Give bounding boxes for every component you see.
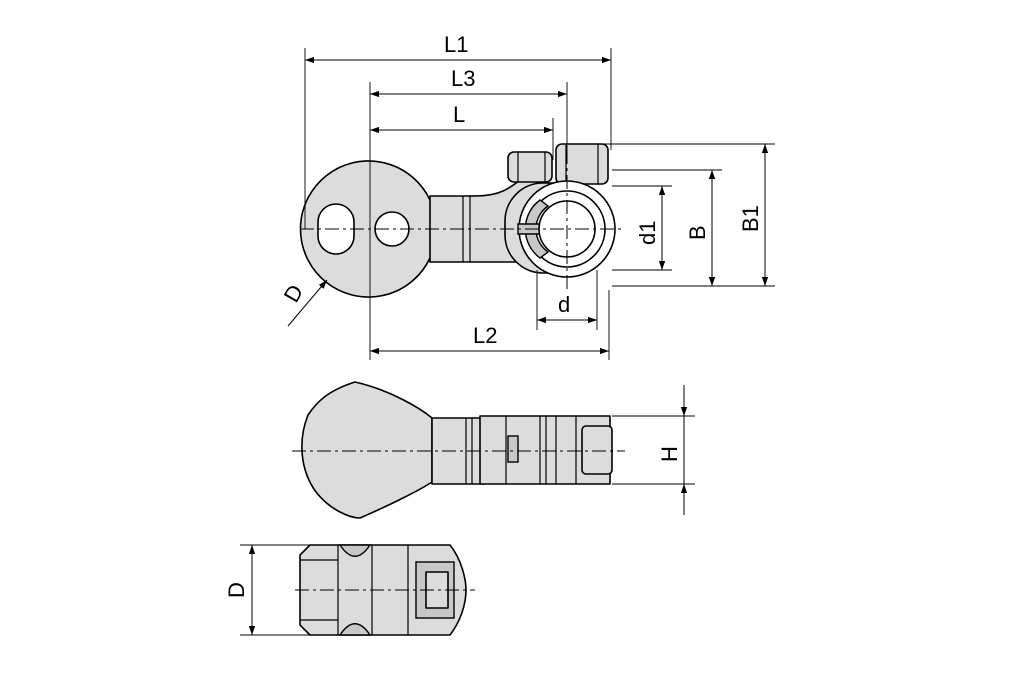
end-view [295, 544, 475, 636]
side-dimensions: H [612, 385, 695, 515]
side-screw [581, 425, 613, 475]
label-L1: L1 [444, 32, 468, 57]
clamp-screw-right [555, 143, 609, 185]
label-H: H [657, 446, 682, 462]
label-B1: B1 [738, 205, 763, 232]
label-L: L [453, 102, 465, 127]
label-L3: L3 [451, 66, 475, 91]
top-dimensions [287, 48, 775, 360]
label-d: d [558, 292, 570, 317]
top-labels: L1 L3 L L2 d d1 B B1 D [279, 32, 763, 348]
split-ring [524, 199, 550, 259]
clamp-screw-left [507, 151, 553, 183]
label-D-side: D [224, 582, 249, 598]
side-head [301, 381, 433, 519]
label-d1: d1 [635, 221, 660, 245]
label-D-top: D [279, 280, 309, 306]
side-view [292, 381, 625, 519]
label-L2: L2 [473, 323, 497, 348]
top-view [299, 143, 625, 298]
label-B: B [685, 225, 710, 240]
end-dimensions: D [224, 544, 310, 636]
